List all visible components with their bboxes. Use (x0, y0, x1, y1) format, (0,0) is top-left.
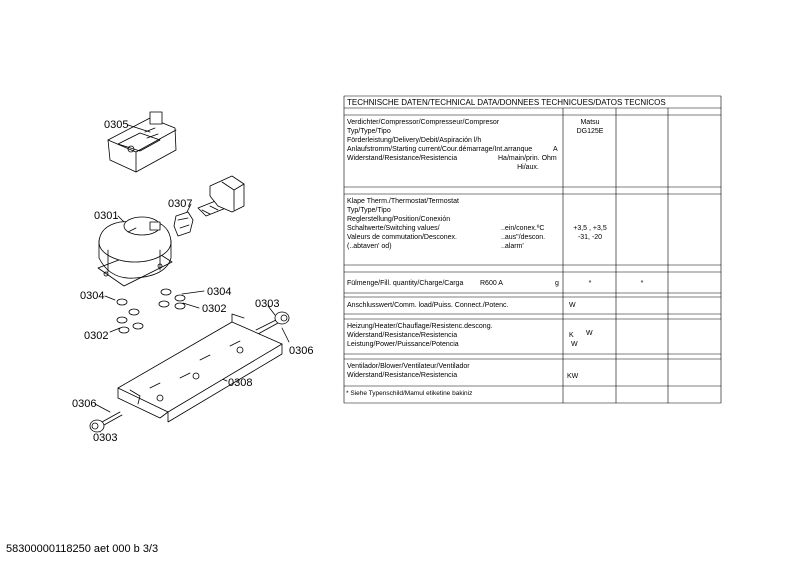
table-footnote: * Siehe Typenschild/Mamul etiketine baki… (346, 390, 473, 397)
compressor-0301 (97, 216, 173, 287)
callout-0302-left: 0302 (84, 330, 109, 342)
defrost-label: (..abtaven' od) (347, 243, 392, 250)
callout-0307: 0307 (168, 198, 193, 210)
callout-0306-lower: 0306 (72, 398, 97, 410)
clip-0307 (173, 175, 245, 237)
callout-0303-upper: 0303 (255, 298, 280, 310)
switching-on-value: +3,5 , +3,5 (573, 225, 607, 232)
grommets-0304-0302 (116, 288, 186, 334)
document-footer: 58300000118250 aet 000 b 3/3 (6, 543, 159, 555)
fill-quantity-value-2: * (640, 280, 644, 287)
connected-load-unit: W (569, 302, 576, 309)
heater-resistance-unit: K (569, 332, 574, 339)
thermostat-label: Klape Therm./Thermostat/Termostat (347, 198, 459, 205)
refrigerant-type: R600 A (480, 280, 503, 287)
heater-resistance-label: Widerstand/Resistance/Resistencia (347, 332, 458, 339)
callout-0304-left: 0304 (80, 290, 105, 302)
callout-0303-lower: 0303 (93, 432, 118, 444)
callout-0306-upper: 0306 (289, 345, 314, 357)
base-plate-0308 (117, 313, 283, 423)
switching-off-value: -31, -20 (577, 234, 603, 241)
relay-box-0305 (107, 111, 177, 173)
compressor-make-value: Matsu (580, 119, 600, 126)
connected-load-label: Anschlusswert/Comm. load/Puiss. Connect.… (347, 302, 509, 309)
compressor-type-value: DG125E (576, 128, 604, 135)
callout-0308: 0308 (228, 377, 253, 389)
compressor-resistance-aux: Hi/aux. (517, 164, 539, 171)
compressor-delivery-label: Förderleistung/Delivery/Debit/Aspiración… (347, 137, 482, 144)
callout-0301: 0301 (94, 210, 119, 222)
switching-values-label: Schaltwerte/Switching values/ (347, 225, 440, 232)
switching-on-label: ..ein/conex.ºC (501, 225, 545, 232)
compressor-resistance-label: Widerstand/Resistance/Resistencia (347, 155, 458, 162)
compressor-resistance-main: Ha/main/prin. Ohm (498, 155, 557, 162)
fan-resistance-unit: KW (567, 373, 579, 380)
fill-quantity-value-1: * (588, 280, 592, 287)
compressor-label: Verdichter/Compressor/Compresseur/Compre… (347, 119, 500, 126)
pin-and-nut-upper (255, 311, 290, 335)
heater-power-label: Leistung/Power/Puissance/Potencia (347, 341, 459, 348)
compressor-type-label: Typ/Type/Tipo (347, 128, 391, 135)
switching-off-label: ..aus"/descon. (501, 234, 546, 241)
callout-0305: 0305 (104, 119, 129, 131)
heater-label: Heizung/Heater/Chauflage/Resistenc.desco… (347, 323, 493, 330)
heater-power-unit: W (571, 341, 578, 348)
fan-label: Ventilador/Blower/Ventilateur/Ventilador (347, 363, 470, 370)
callout-0304-right: 0304 (207, 286, 232, 298)
heater-resistance-unit-w: W (586, 330, 593, 337)
compressor-current-label: Anlaufstromm/Starting current/Cour.démar… (347, 146, 533, 153)
pin-and-nut-lower (89, 411, 123, 433)
fill-quantity-label: Fülmenge/Fill. quantity/Charge/Carga (347, 280, 464, 287)
fan-resistance-label: Widerstand/Resistance/Resistencia (347, 372, 458, 379)
callout-0302-right: 0302 (202, 303, 227, 315)
thermostat-position-label: Reglerstellung/Position/Conexión (347, 216, 451, 223)
technical-data-table-grid (343, 95, 722, 404)
alarm-label: ..alarm' (501, 243, 524, 250)
commutation-values-label: Valeurs de commutation/Desconex. (347, 234, 457, 241)
fill-quantity-unit: g (555, 280, 559, 287)
compressor-current-unit: A (553, 146, 558, 153)
thermostat-type-label: Typ/Type/Tipo (347, 207, 391, 214)
table-header: TECHNISCHE DATEN/TECHNICAL DATA/DONNEES … (347, 98, 666, 107)
